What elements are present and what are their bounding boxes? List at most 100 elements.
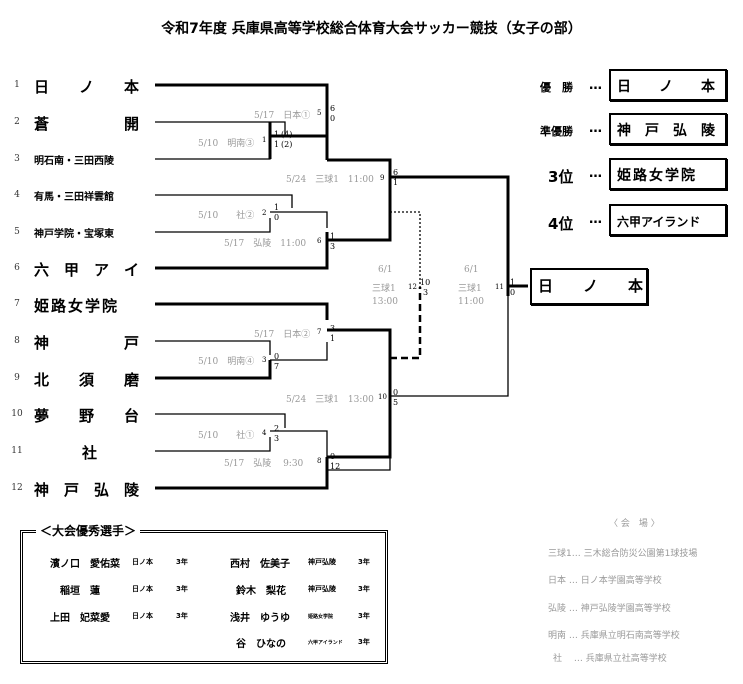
match-number: 7 [317, 328, 322, 336]
match-info: 5/24 三球1 11:00 [286, 175, 374, 185]
result-team: 六甲アイランド [609, 204, 727, 236]
venue-item: 明南 … 兵庫県立明石南高等学校 [548, 631, 680, 641]
match-date: 6/1 [378, 265, 393, 275]
score-top: 1 [274, 130, 280, 139]
line-team8 [155, 340, 271, 355]
score-bottom: 0 [510, 288, 516, 297]
line-team6 [155, 232, 329, 270]
match-number: 6 [317, 237, 322, 245]
match-info: 5/17 弘陵 9:30 [224, 459, 304, 469]
player-school: 神戸弘陵 [308, 585, 336, 593]
player-school: 日ノ本 [132, 558, 153, 566]
match-info: 5/10 社① [198, 431, 255, 441]
player-grade: 3年 [358, 638, 370, 646]
match-number: 12 [408, 283, 417, 291]
player-school: 日ノ本 [132, 612, 153, 620]
line-m10-join [327, 396, 392, 459]
result-label: 3位 [548, 168, 574, 186]
match-date: 6/1 [464, 265, 479, 275]
match-number: 5 [317, 109, 322, 117]
team-name: 蒼 開 [34, 115, 140, 133]
match-venue: 三球1 [372, 284, 396, 294]
line-m12-top [390, 211, 421, 287]
result-dots: … [589, 212, 602, 227]
line-m3-out [270, 342, 328, 361]
player-school: 六甲アイランド [308, 640, 343, 646]
match-number: 1 [262, 136, 267, 144]
match-number: 11 [495, 283, 504, 291]
result-team: 神 戸 弘 陵 [609, 113, 727, 145]
team-name: 明石南・三田西陵 [34, 156, 114, 167]
team-number: 9 [14, 373, 20, 383]
team-name: 日 ノ 本 [34, 78, 140, 96]
team-name: 夢 野 台 [34, 407, 140, 425]
team-number: 12 [11, 483, 23, 493]
team-name: 社 [82, 444, 98, 462]
player-school: 神戸弘陵 [308, 558, 336, 566]
match-info: 5/10 明南③ [198, 139, 255, 149]
match-time: 13:00 [372, 297, 398, 307]
team-number: 2 [14, 117, 20, 127]
awards-box [20, 530, 388, 664]
line-m4-out [270, 430, 328, 457]
team-name: 神戸学院・宝塚東 [34, 229, 114, 240]
team-number: 8 [14, 336, 20, 346]
team-name: 神 戸 弘 陵 [34, 481, 140, 499]
line-team10 [155, 413, 286, 428]
player-name: 浅井 ゆうゆ [230, 613, 290, 624]
player-name: 稲垣 蓮 [60, 586, 100, 597]
venue-item: 社 … 兵庫県立社高等学校 [553, 654, 667, 664]
team-number: 3 [14, 154, 20, 164]
team-name: 有馬・三田祥雲館 [34, 192, 114, 203]
score-bottom: 3 [274, 434, 280, 443]
player-name: 谷 ひなの [236, 639, 286, 650]
player-grade: 3年 [358, 612, 370, 620]
match-info: 5/17 日本② [254, 330, 311, 340]
player-grade: 3年 [358, 558, 370, 566]
player-school: 姫路女学院 [308, 614, 334, 620]
match-time: 11:00 [458, 297, 484, 307]
player-grade: 3年 [176, 558, 188, 566]
player-school: 日ノ本 [132, 585, 153, 593]
score-top: 2 [274, 424, 280, 433]
line-team5 [155, 218, 271, 233]
team-name: 六 甲 ア イ [34, 261, 140, 279]
line-m12-bot [390, 287, 422, 360]
player-name: 濱ノ口 愛佑菜 [50, 559, 120, 570]
venue-item: 弘陵 … 神戸弘陵学園高等学校 [548, 604, 671, 614]
score-top: 1 [274, 203, 280, 212]
score-top: 1 [330, 232, 336, 241]
match-info: 5/17 日本① [254, 111, 311, 121]
line-team9 [155, 360, 272, 380]
result-team: 姫路女学院 [609, 158, 727, 190]
player-grade: 3年 [176, 585, 188, 593]
score-top: 1 [510, 278, 516, 287]
team-number: 7 [14, 299, 20, 309]
team-number: 10 [11, 409, 23, 419]
line-m9-join [327, 158, 392, 242]
awards-title: ＜大会優秀選手＞ [36, 522, 141, 539]
match-info: 5/10 社② [198, 211, 255, 221]
pk-bottom: (2) [281, 140, 293, 149]
score-bottom: 1 [393, 178, 399, 187]
team-number: 4 [14, 190, 20, 200]
result-label: 準優勝 [540, 125, 573, 138]
match-info: 5/17 弘陵 11:00 [224, 239, 307, 249]
result-dots: … [589, 121, 602, 136]
page-title: 令和7年度 兵庫県高等学校総合体育大会サッカー競技（女子の部） [161, 21, 582, 37]
match-venue: 三球1 [458, 284, 482, 294]
line-team4 [155, 194, 293, 208]
score-top: 3 [330, 324, 336, 333]
score-top: 6 [393, 168, 399, 177]
line-team12 [155, 457, 329, 490]
result-dots: … [589, 78, 602, 93]
result-label: 4位 [548, 215, 574, 233]
score-bottom: 0 [330, 114, 336, 123]
player-grade: 3年 [176, 612, 188, 620]
team-name: 北 須 磨 [34, 371, 140, 389]
player-name: 鈴木 梨花 [236, 586, 286, 597]
score-bottom: 3 [330, 242, 336, 251]
team-name: 神 戸 [34, 334, 140, 352]
score-top: 10 [420, 278, 431, 287]
